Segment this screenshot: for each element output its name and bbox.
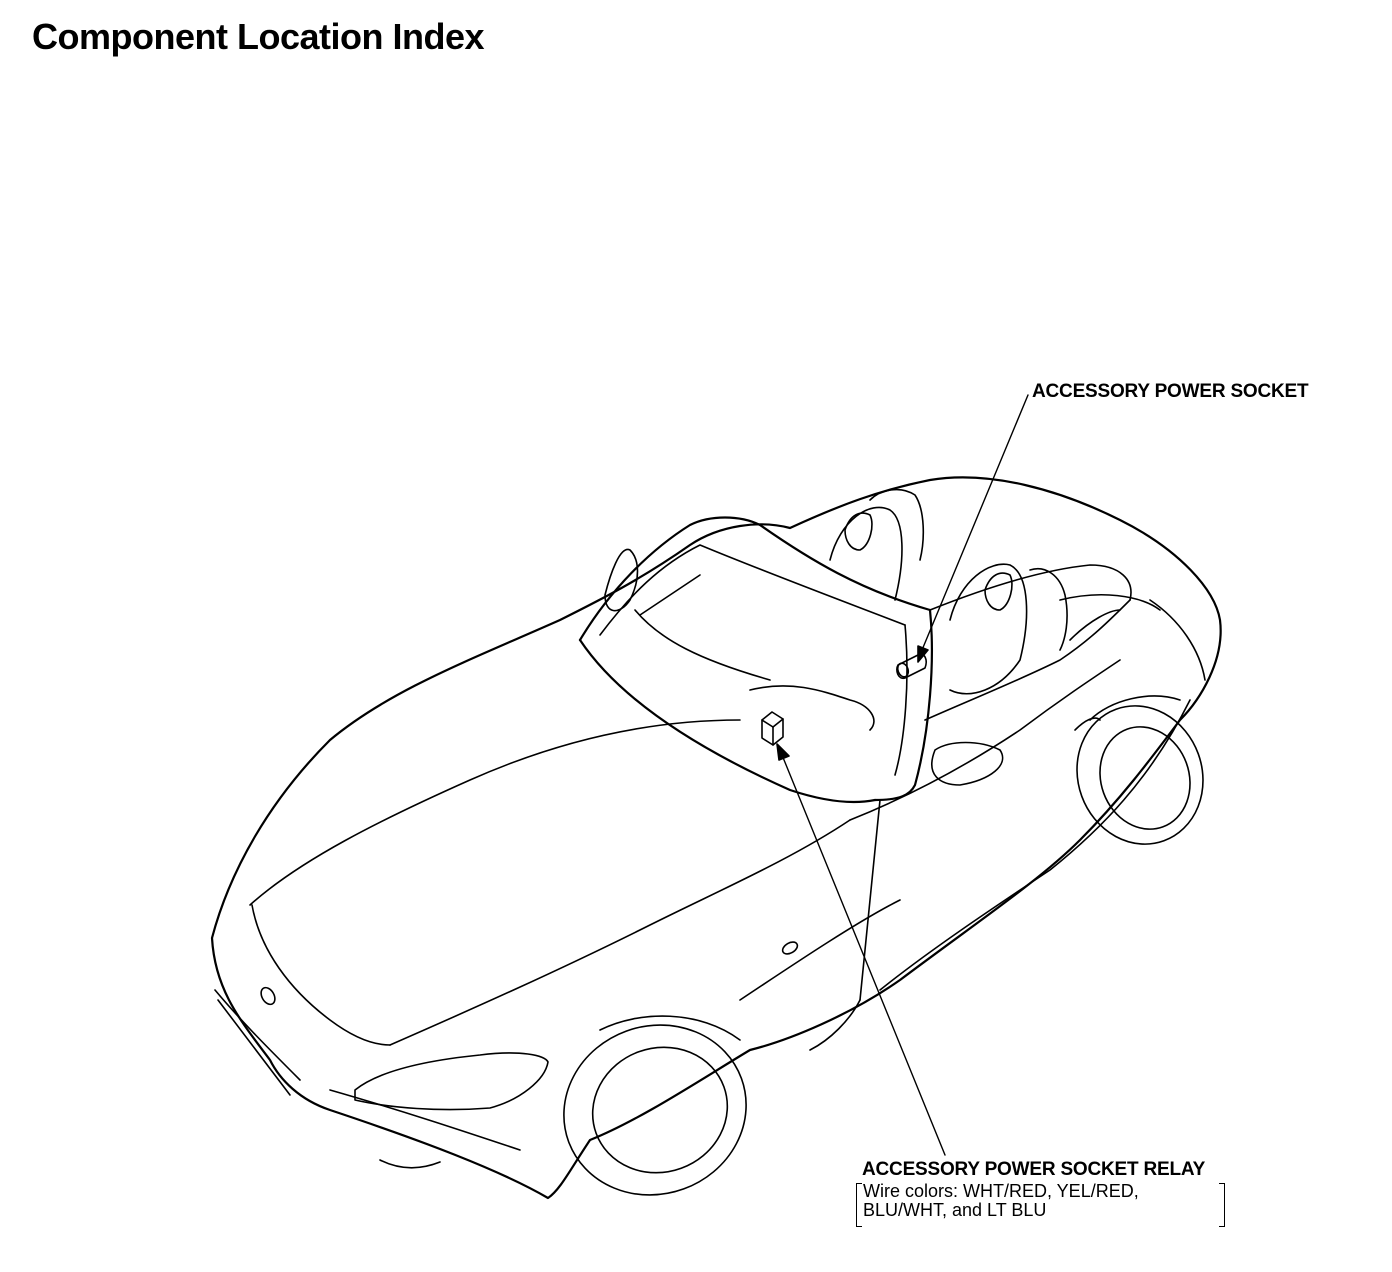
relay-icon[interactable] bbox=[761, 711, 784, 746]
wire-colors-note: Wire colors: WHT/RED, YEL/RED, BLU/WHT, … bbox=[856, 1182, 1226, 1226]
page-title: Component Location Index bbox=[32, 16, 485, 57]
windshield-and-cabin bbox=[578, 488, 1132, 804]
car-body-outline bbox=[210, 476, 1222, 1200]
accessory-power-socket-relay-label: ACCESSORY POWER SOCKET RELAY bbox=[862, 1159, 1206, 1180]
note-bracket-right bbox=[1219, 1183, 1225, 1227]
wire-colors-line-2: BLU/WHT, and LT BLU bbox=[863, 1200, 1047, 1220]
wire-colors-line-1: Wire colors: WHT/RED, YEL/RED, bbox=[863, 1181, 1139, 1201]
relay-leader-line bbox=[776, 743, 946, 1156]
socket-leader-line bbox=[917, 394, 1029, 663]
note-bracket-left bbox=[856, 1183, 862, 1227]
accessory-power-socket-label: ACCESSORY POWER SOCKET bbox=[1032, 381, 1309, 402]
